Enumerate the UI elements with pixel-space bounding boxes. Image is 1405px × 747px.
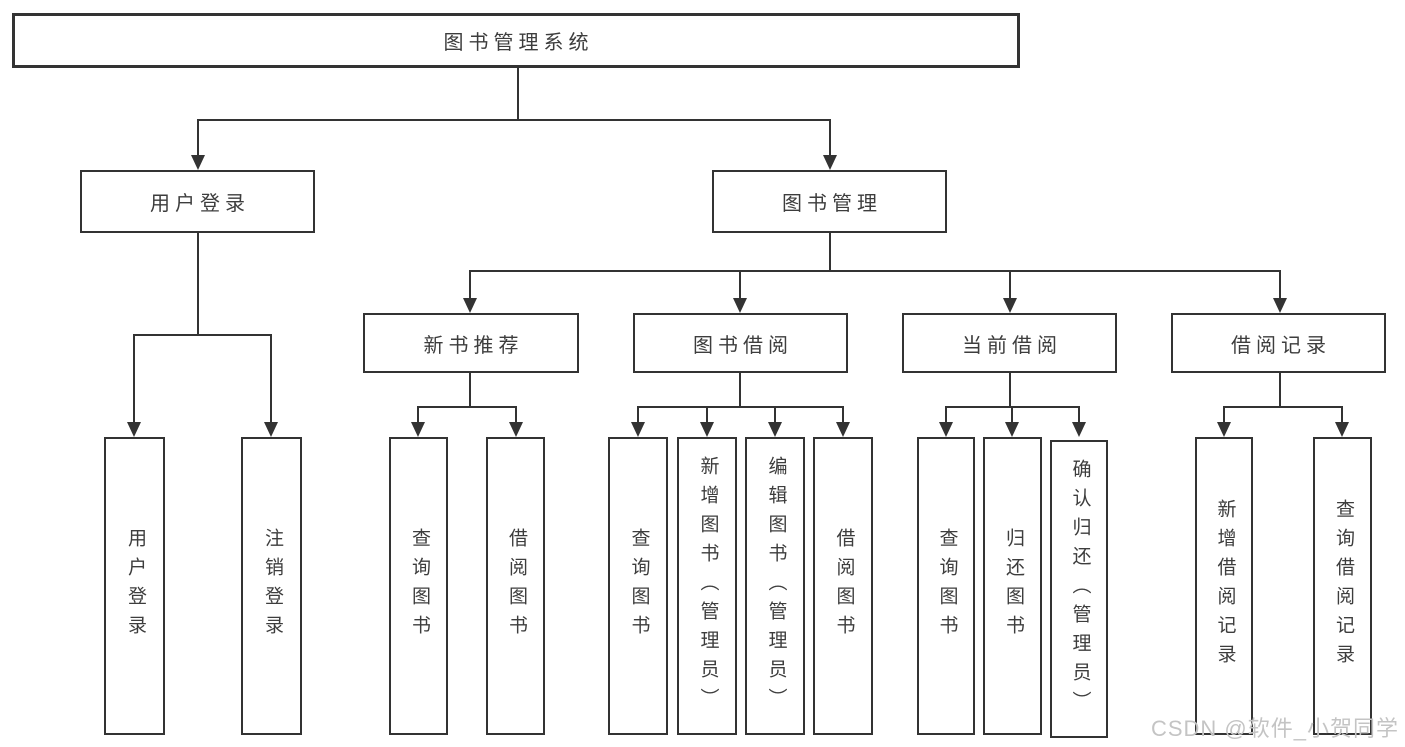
leaf-label: 新增借阅记录 bbox=[1214, 499, 1236, 673]
node-current-borrowing: 当前借阅 bbox=[902, 313, 1117, 373]
node-borrow-records: 借阅记录 bbox=[1171, 313, 1386, 373]
leaf-logout: 注销登录 bbox=[241, 437, 302, 735]
leaf-label: 查询图书 bbox=[936, 528, 958, 644]
tree-edges bbox=[133, 67, 1343, 424]
leaf-label: 借阅图书 bbox=[505, 528, 527, 644]
leaf-user-login: 用户登录 bbox=[104, 437, 165, 735]
node-book-management-branch: 图书管理 bbox=[712, 170, 947, 233]
leaf-label: 查询图书 bbox=[628, 528, 650, 644]
node-library-system: 图书管理系统 bbox=[12, 13, 1020, 68]
leaf-borrow-books: 借阅图书 bbox=[813, 437, 873, 735]
leaf-query-borrow-record: 查询借阅记录 bbox=[1313, 437, 1372, 735]
leaf-label: 查询借阅记录 bbox=[1332, 499, 1354, 673]
node-user-login-branch: 用户登录 bbox=[80, 170, 315, 233]
leaf-query-books: 查询图书 bbox=[389, 437, 448, 735]
leaf-borrow-books: 借阅图书 bbox=[486, 437, 545, 735]
leaf-label: 注销登录 bbox=[261, 528, 283, 644]
leaf-label: 用户登录 bbox=[124, 528, 146, 644]
leaf-label: 编辑图书（管理员） bbox=[765, 455, 787, 717]
node-new-book-recommend: 新书推荐 bbox=[363, 313, 579, 373]
leaf-add-books-admin: 新增图书（管理员） bbox=[677, 437, 737, 735]
leaf-label: 借阅图书 bbox=[833, 528, 855, 644]
node-book-borrowing: 图书借阅 bbox=[633, 313, 848, 373]
leaf-label: 确认归还（管理员） bbox=[1069, 458, 1091, 720]
leaf-confirm-return-admin: 确认归还（管理员） bbox=[1050, 440, 1108, 738]
leaf-label: 归还图书 bbox=[1002, 528, 1024, 644]
leaf-query-books: 查询图书 bbox=[917, 437, 975, 735]
leaf-label: 新增图书（管理员） bbox=[697, 455, 719, 717]
leaf-return-books: 归还图书 bbox=[983, 437, 1042, 735]
leaf-add-borrow-record: 新增借阅记录 bbox=[1195, 437, 1253, 735]
leaf-query-books: 查询图书 bbox=[608, 437, 668, 735]
leaf-label: 查询图书 bbox=[408, 528, 430, 644]
leaf-edit-books-admin: 编辑图书（管理员） bbox=[745, 437, 805, 735]
